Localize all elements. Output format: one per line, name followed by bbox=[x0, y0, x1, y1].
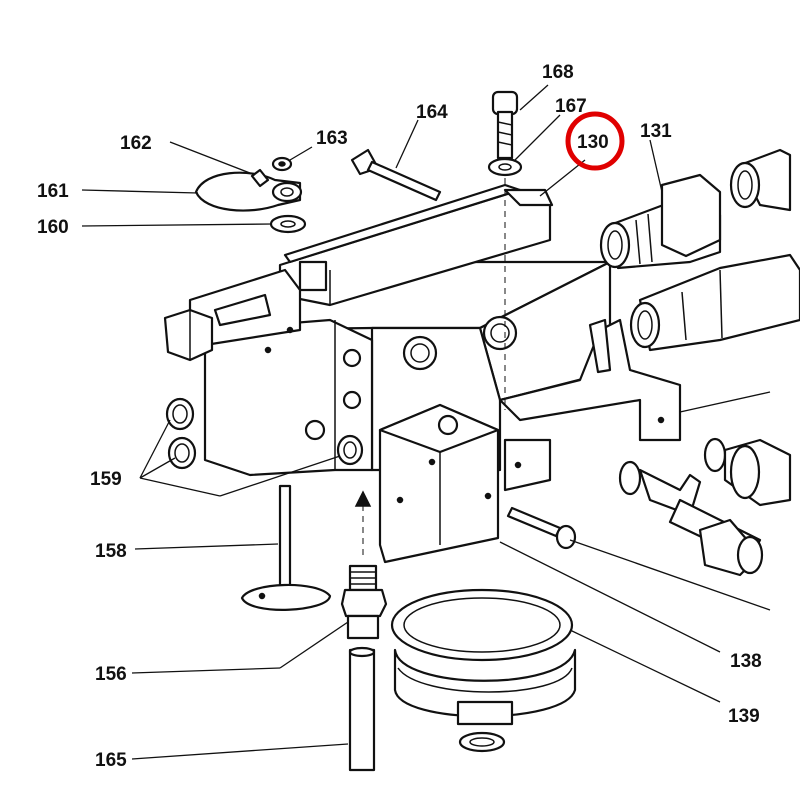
part-164-bolt bbox=[350, 148, 442, 202]
label-160: 160 bbox=[37, 217, 69, 238]
part-156-fitting bbox=[340, 564, 388, 640]
label-162: 162 bbox=[120, 133, 152, 154]
leader-lines bbox=[81, 84, 771, 760]
part-161-lever bbox=[194, 171, 303, 212]
valve-assembly-right bbox=[618, 437, 792, 577]
label-167: 167 bbox=[555, 96, 587, 117]
part-168-screw bbox=[491, 90, 519, 160]
highlight-circle bbox=[565, 111, 625, 171]
label-139: 139 bbox=[728, 706, 760, 727]
part-167-washer bbox=[487, 157, 523, 177]
front-manifold-block bbox=[378, 403, 500, 564]
fitting-mid-right bbox=[629, 253, 800, 352]
label-164: 164 bbox=[416, 102, 448, 123]
fitting-upper-far bbox=[729, 148, 792, 212]
label-163: 163 bbox=[316, 128, 348, 149]
label-138: 138 bbox=[730, 651, 762, 672]
part-159-o-rings bbox=[165, 397, 364, 470]
part-158-valve bbox=[240, 484, 332, 611]
label-130: 130 bbox=[577, 132, 609, 153]
label-161: 161 bbox=[37, 181, 69, 202]
front-screw bbox=[506, 506, 577, 550]
main-body-block bbox=[163, 183, 682, 492]
part-labels: 168 167 164 163 162 161 160 130 131 159 … bbox=[37, 62, 762, 771]
label-165: 165 bbox=[95, 750, 127, 771]
arrow-up-icon bbox=[354, 490, 372, 507]
label-131: 131 bbox=[640, 121, 672, 142]
label-168: 168 bbox=[542, 62, 574, 83]
label-158: 158 bbox=[95, 541, 127, 562]
part-162-pin bbox=[250, 168, 270, 188]
part-165-tube bbox=[348, 646, 376, 772]
part-163-nut bbox=[271, 156, 293, 172]
label-156: 156 bbox=[95, 664, 127, 685]
part-160-washer bbox=[269, 214, 307, 234]
label-159: 159 bbox=[90, 469, 122, 490]
part-139-pulley bbox=[390, 588, 577, 753]
part-131-fitting bbox=[599, 173, 722, 270]
